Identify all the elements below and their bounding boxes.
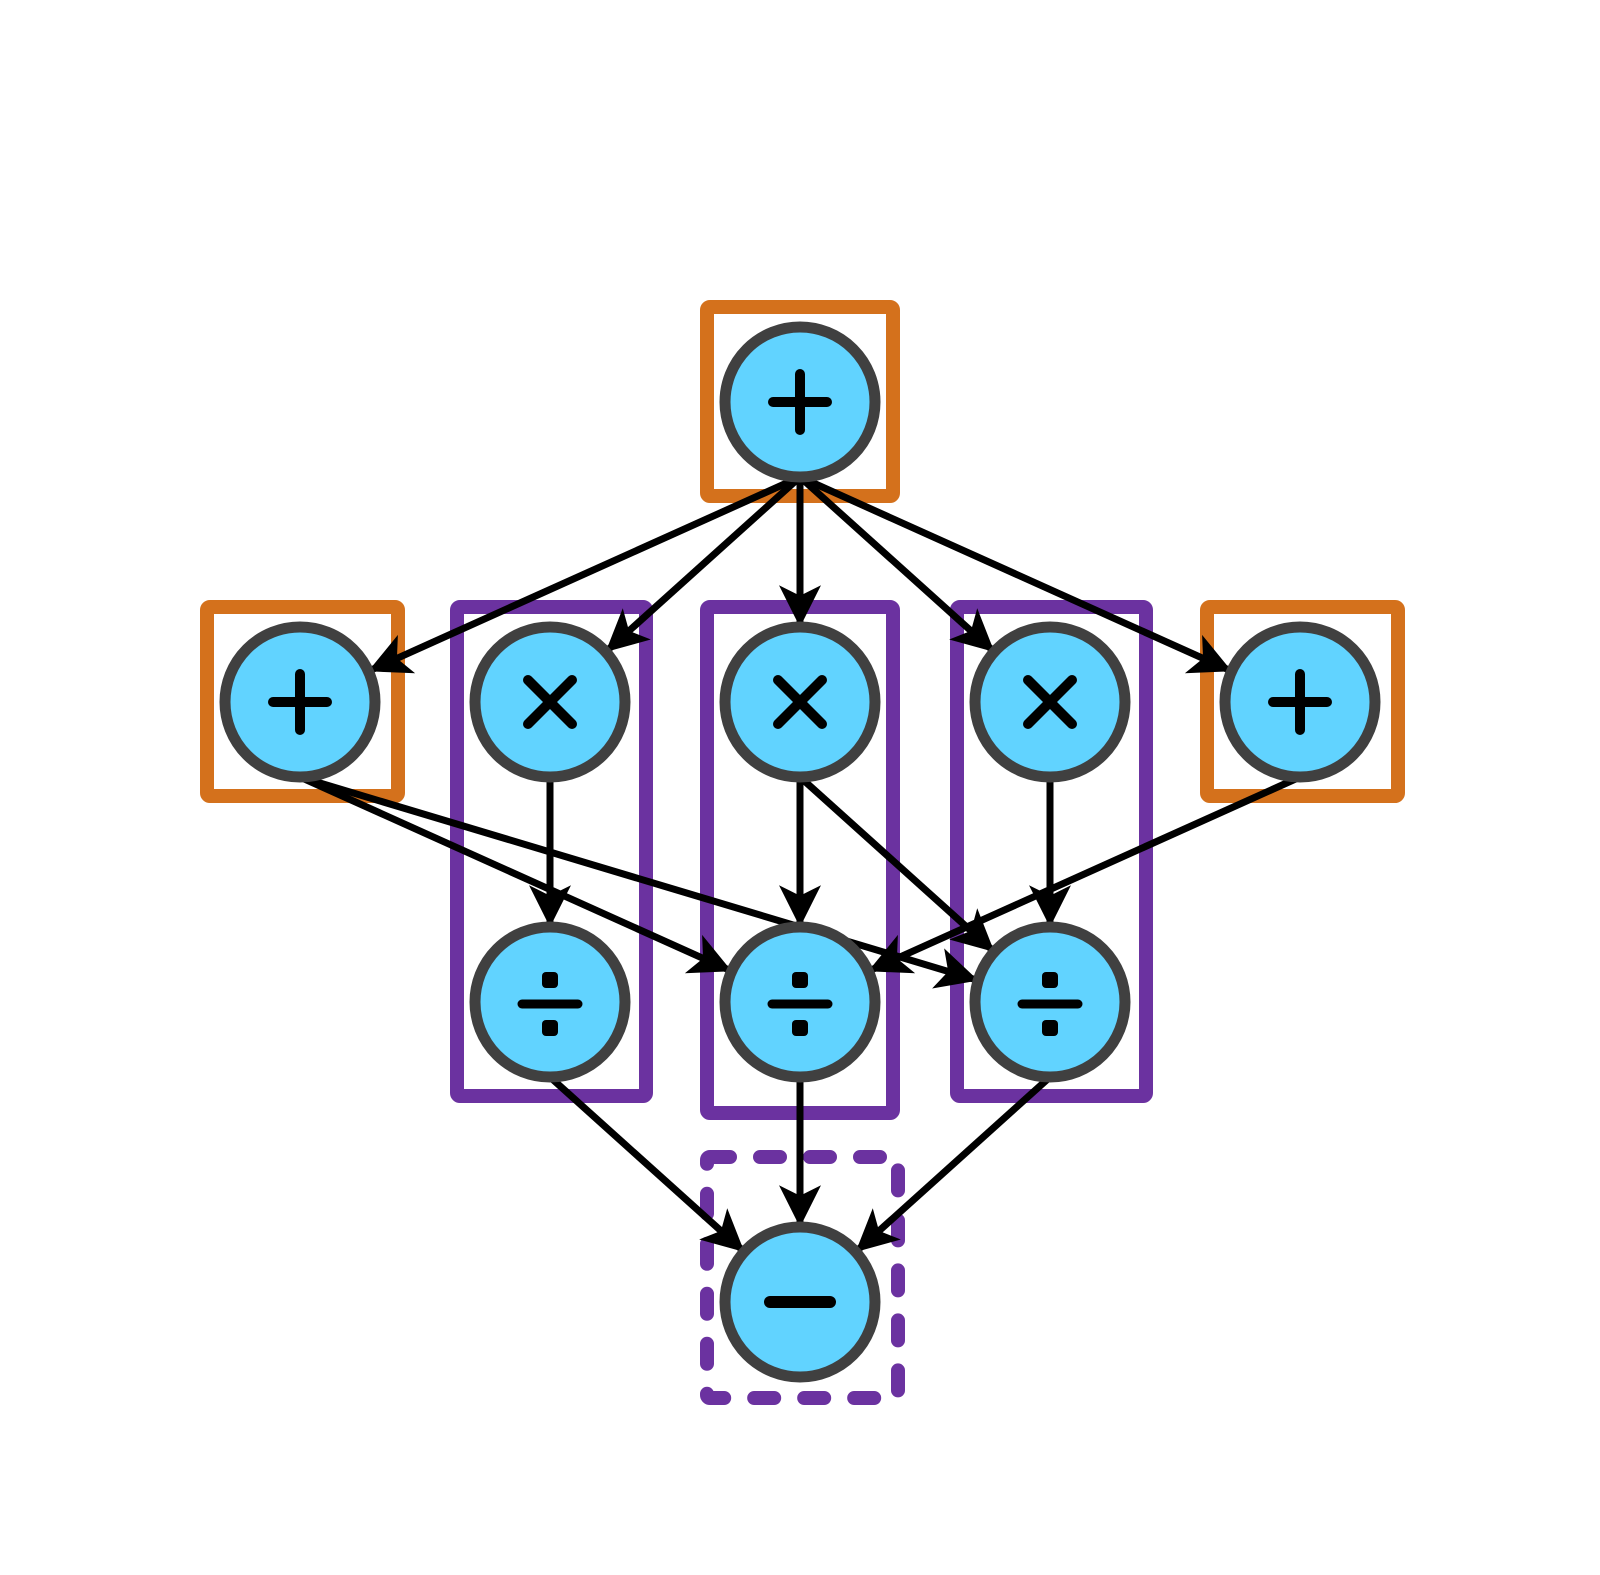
node-n4: [969, 621, 1131, 783]
g-left-box: [200, 600, 405, 803]
times-icon: [523, 675, 577, 729]
edge-n0-n5: [798, 473, 1232, 674]
divide-icon: [517, 972, 583, 1036]
edge-n1-n7: [298, 773, 732, 974]
node-n0: [719, 321, 881, 483]
edge-n1-n8: [298, 773, 979, 989]
plus-icon: [268, 669, 332, 735]
g-bottom-box: [700, 1150, 905, 1405]
node-n9: [719, 1221, 881, 1383]
node-n2: [469, 621, 631, 783]
edge-n0-n4: [797, 474, 995, 652]
g-col1-box: [450, 600, 653, 1103]
node-n1: [219, 621, 381, 783]
node-n8: [969, 921, 1131, 1083]
edge-n5-n7: [868, 773, 1302, 974]
divide-icon: [767, 972, 833, 1036]
node-n6: [469, 921, 631, 1083]
edge-n6-n9: [547, 1074, 745, 1252]
nodes-layer: [219, 321, 1381, 1383]
node-n3: [719, 621, 881, 783]
edge-n0-n1: [368, 473, 802, 674]
plus-icon: [768, 369, 832, 435]
edge-n3-n8: [797, 774, 995, 952]
plus-icon: [1268, 669, 1332, 735]
edges-layer: [298, 473, 1302, 1252]
node-n7: [719, 921, 881, 1083]
g-right-box: [1200, 600, 1405, 803]
times-icon: [773, 675, 827, 729]
g-col3-box: [950, 600, 1153, 1103]
edge-n0-n2: [605, 474, 803, 652]
edge-n8-n9: [855, 1074, 1053, 1252]
node-n5: [1219, 621, 1381, 783]
times-icon: [1023, 675, 1077, 729]
divide-icon: [1017, 972, 1083, 1036]
